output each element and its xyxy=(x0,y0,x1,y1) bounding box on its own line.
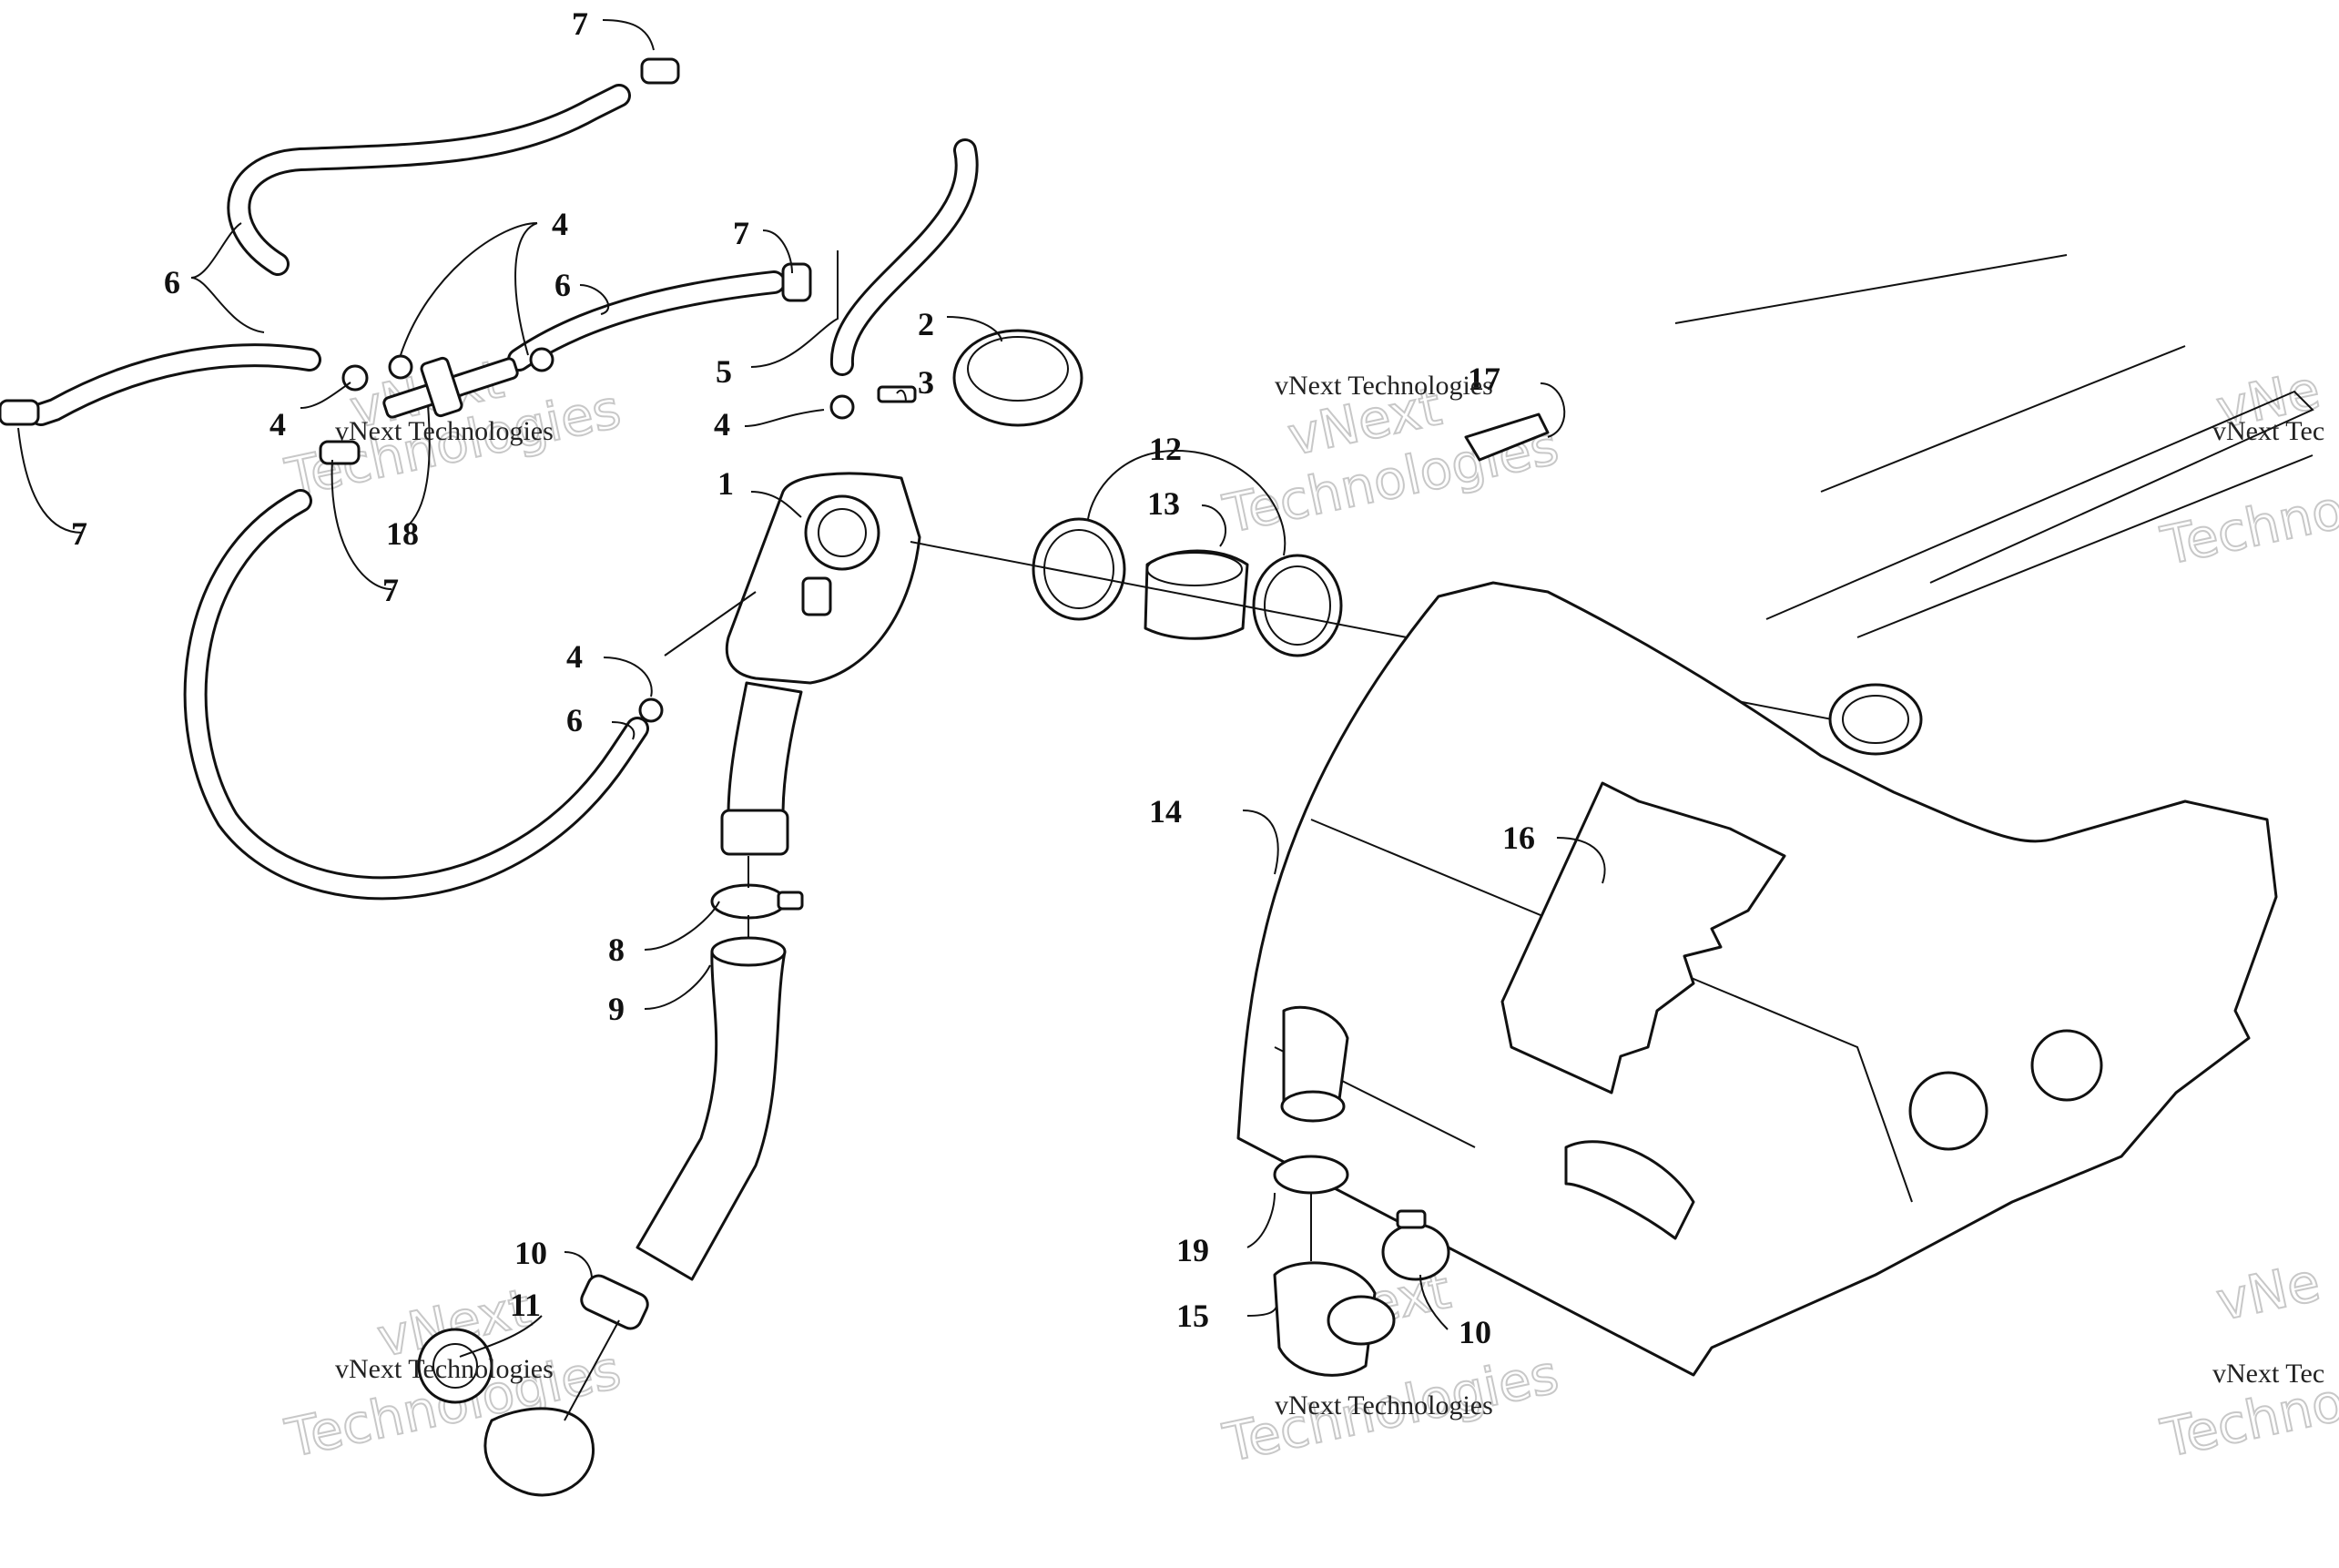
tank-outlet xyxy=(801,576,832,616)
callout-label: 10 xyxy=(514,1235,547,1271)
intake-coupler xyxy=(1144,549,1249,640)
callout-label: 6 xyxy=(554,267,571,303)
callout-labels: 7 6 4 7 6 2 5 3 4 4 7 18 7 1 17 12 13 4 … xyxy=(71,5,1535,1350)
callout-label: 4 xyxy=(552,206,568,242)
callout-label: 4 xyxy=(566,638,583,675)
leader-lines xyxy=(17,19,1606,1421)
oil-hose xyxy=(636,950,787,1281)
mounting-bracket xyxy=(1464,412,1550,462)
bulkhead-assembly xyxy=(1236,254,2314,1377)
callout-label: 18 xyxy=(386,515,419,552)
hose-clamp xyxy=(580,1274,649,1330)
callout-label: 3 xyxy=(918,364,934,401)
watermark-outline: vNe xyxy=(2212,1251,2325,1333)
duct-clamp xyxy=(1381,1223,1450,1281)
hose-clamp xyxy=(319,440,361,465)
bulkhead-hole xyxy=(2030,1029,2103,1102)
intake-clamp xyxy=(1032,517,1126,621)
callout-label: 7 xyxy=(733,215,749,251)
callout-label: 1 xyxy=(717,465,734,502)
watermark-text: vNext Technologies xyxy=(1275,1390,1493,1420)
callout-label: 4 xyxy=(269,406,286,443)
air-duct-upper xyxy=(1282,1005,1349,1108)
tank-neck-fitting xyxy=(720,809,789,856)
callout-label: 11 xyxy=(510,1287,541,1323)
vent-hose-loop xyxy=(183,489,649,901)
vent-hose-assembly xyxy=(0,57,979,901)
hose-clamp xyxy=(0,399,40,426)
callout-label: 19 xyxy=(1176,1232,1209,1268)
bulkhead-slot xyxy=(1564,1140,1695,1240)
callout-label: 7 xyxy=(382,572,399,608)
hose-clamp xyxy=(529,347,554,372)
tank-neck-hose xyxy=(727,681,803,817)
callout-label: 2 xyxy=(918,306,934,342)
bulkhead xyxy=(1236,581,2278,1377)
hose-clamp xyxy=(710,883,787,920)
bulkhead-hole xyxy=(1908,1071,1988,1151)
hose-clamp xyxy=(341,364,369,392)
callout-label: 10 xyxy=(1459,1314,1491,1350)
hose-fitting xyxy=(781,262,812,302)
watermark-text: vNext Tec xyxy=(2212,1359,2324,1389)
callout-label: 17 xyxy=(1468,361,1500,397)
filler-cap xyxy=(952,329,1083,427)
hose-clamp xyxy=(638,697,664,723)
callout-label: 5 xyxy=(716,353,732,390)
duct-clamp xyxy=(1273,1155,1349,1195)
oil-tank-assembly xyxy=(720,329,1083,856)
oil-pump-seal xyxy=(417,1328,493,1404)
screw xyxy=(877,385,917,403)
hose-clamp xyxy=(640,57,680,85)
callout-label: 15 xyxy=(1176,1298,1209,1334)
callout-label: 7 xyxy=(71,515,87,552)
watermark-text: vNext Technologies xyxy=(1275,371,1493,401)
callout-label: 7 xyxy=(572,5,588,42)
watermark-text: vNext Technologies xyxy=(335,1354,554,1384)
callout-label: 4 xyxy=(714,406,730,443)
watermark-outline: Techno xyxy=(2156,478,2339,577)
tank-filler-neck xyxy=(804,494,880,571)
watermark-text-group: vNext Technologies vNext Technologies vN… xyxy=(335,371,2324,1420)
callout-label: 9 xyxy=(608,991,625,1027)
hose-clamp xyxy=(829,394,855,420)
callout-label: 6 xyxy=(164,264,180,300)
callout-label: 12 xyxy=(1149,431,1182,467)
oil-hose-assembly xyxy=(417,883,804,1497)
callout-label: 14 xyxy=(1149,793,1182,830)
hose-clamp xyxy=(388,354,413,380)
watermark-text: vNext Tec xyxy=(2212,416,2324,446)
heat-shield-panel xyxy=(1500,781,1786,1095)
callout-label: 8 xyxy=(608,932,625,968)
callout-label: 6 xyxy=(566,702,583,738)
watermark-text: vNext Technologies xyxy=(335,416,554,446)
intake-clamp xyxy=(1252,554,1343,657)
oil-pump xyxy=(483,1407,595,1497)
callout-label: 16 xyxy=(1502,820,1535,856)
callout-label: 13 xyxy=(1147,485,1180,522)
